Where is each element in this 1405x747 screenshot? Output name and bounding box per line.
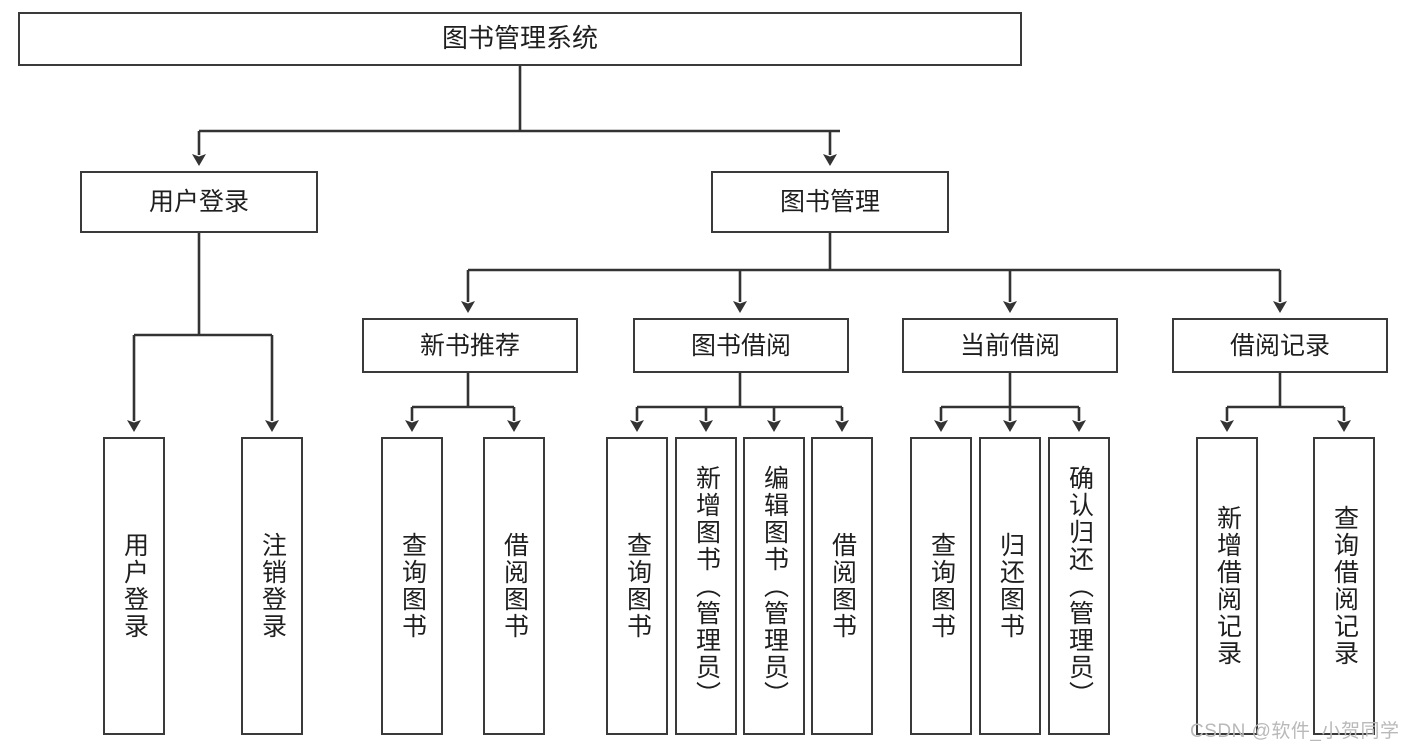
node-current-borrow-label: 当前借阅 <box>959 331 1060 360</box>
node-leaf-user-logout[interactable]: 注销登录 <box>241 437 303 735</box>
watermark-text: CSDN @软件_小贺同学 <box>1190 721 1400 742</box>
node-new-book-recommend-label: 新书推荐 <box>419 331 520 360</box>
node-leaf-confirm-return-label: 确认归还（管理员） <box>1065 464 1094 708</box>
node-leaf-borrow-book-1[interactable]: 借阅图书 <box>483 437 545 735</box>
node-leaf-borrow-book-1-label: 借阅图书 <box>500 532 529 640</box>
node-user-login[interactable]: 用户登录 <box>80 171 318 233</box>
node-root-label: 图书管理系统 <box>441 23 598 54</box>
node-leaf-confirm-return[interactable]: 确认归还（管理员） <box>1048 437 1110 735</box>
node-book-borrow[interactable]: 图书借阅 <box>633 318 849 373</box>
node-book-management-label: 图书管理 <box>779 188 880 216</box>
node-leaf-return-book[interactable]: 归还图书 <box>979 437 1041 735</box>
node-leaf-edit-book-label: 编辑图书（管理员） <box>760 464 789 708</box>
node-leaf-borrow-book-2-label: 借阅图书 <box>828 532 857 640</box>
node-leaf-add-book-label: 新增图书（管理员） <box>692 464 721 708</box>
node-root[interactable]: 图书管理系统 <box>18 12 1022 66</box>
node-leaf-edit-book[interactable]: 编辑图书（管理员） <box>743 437 805 735</box>
node-leaf-user-logout-label: 注销登录 <box>258 532 287 640</box>
node-leaf-user-login[interactable]: 用户登录 <box>103 437 165 735</box>
node-current-borrow[interactable]: 当前借阅 <box>902 318 1118 373</box>
node-leaf-query-book-2-label: 查询图书 <box>623 532 652 640</box>
node-user-login-label: 用户登录 <box>148 188 249 216</box>
node-leaf-query-book-3[interactable]: 查询图书 <box>910 437 972 735</box>
node-book-management[interactable]: 图书管理 <box>711 171 949 233</box>
node-new-book-recommend[interactable]: 新书推荐 <box>362 318 578 373</box>
node-borrow-record-label: 借阅记录 <box>1229 331 1330 360</box>
node-leaf-query-book-1-label: 查询图书 <box>398 532 427 640</box>
node-leaf-query-book-2[interactable]: 查询图书 <box>606 437 668 735</box>
node-book-borrow-label: 图书借阅 <box>690 331 791 360</box>
node-leaf-add-record-label: 新增借阅记录 <box>1213 505 1242 667</box>
node-leaf-borrow-book-2[interactable]: 借阅图书 <box>811 437 873 735</box>
node-leaf-add-book[interactable]: 新增图书（管理员） <box>675 437 737 735</box>
node-leaf-query-record[interactable]: 查询借阅记录 <box>1313 437 1375 735</box>
node-borrow-record[interactable]: 借阅记录 <box>1172 318 1388 373</box>
node-leaf-add-record[interactable]: 新增借阅记录 <box>1196 437 1258 735</box>
node-leaf-user-login-label: 用户登录 <box>120 532 149 640</box>
node-leaf-query-book-3-label: 查询图书 <box>927 532 956 640</box>
node-leaf-query-book-1[interactable]: 查询图书 <box>381 437 443 735</box>
node-leaf-return-book-label: 归还图书 <box>996 532 1025 640</box>
node-leaf-query-record-label: 查询借阅记录 <box>1330 505 1359 667</box>
